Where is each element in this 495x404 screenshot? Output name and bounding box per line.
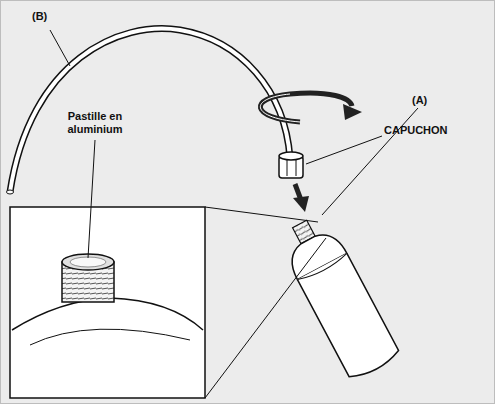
callout-label: (A) <box>412 94 427 107</box>
leader-line <box>88 140 95 258</box>
callout-label: CAPUCHON <box>384 124 448 137</box>
detail-inset <box>10 207 205 398</box>
bottle <box>275 211 401 382</box>
leader-line <box>50 30 70 66</box>
part-label: Pastille en aluminium <box>58 110 132 135</box>
inset-line <box>205 238 326 398</box>
push-arrow <box>293 184 309 212</box>
cap <box>279 152 303 178</box>
rotation-arrow <box>260 93 362 122</box>
tube <box>7 29 291 194</box>
inset-line <box>205 207 318 222</box>
leader-line <box>306 136 382 164</box>
callout-label: (B) <box>32 10 47 23</box>
